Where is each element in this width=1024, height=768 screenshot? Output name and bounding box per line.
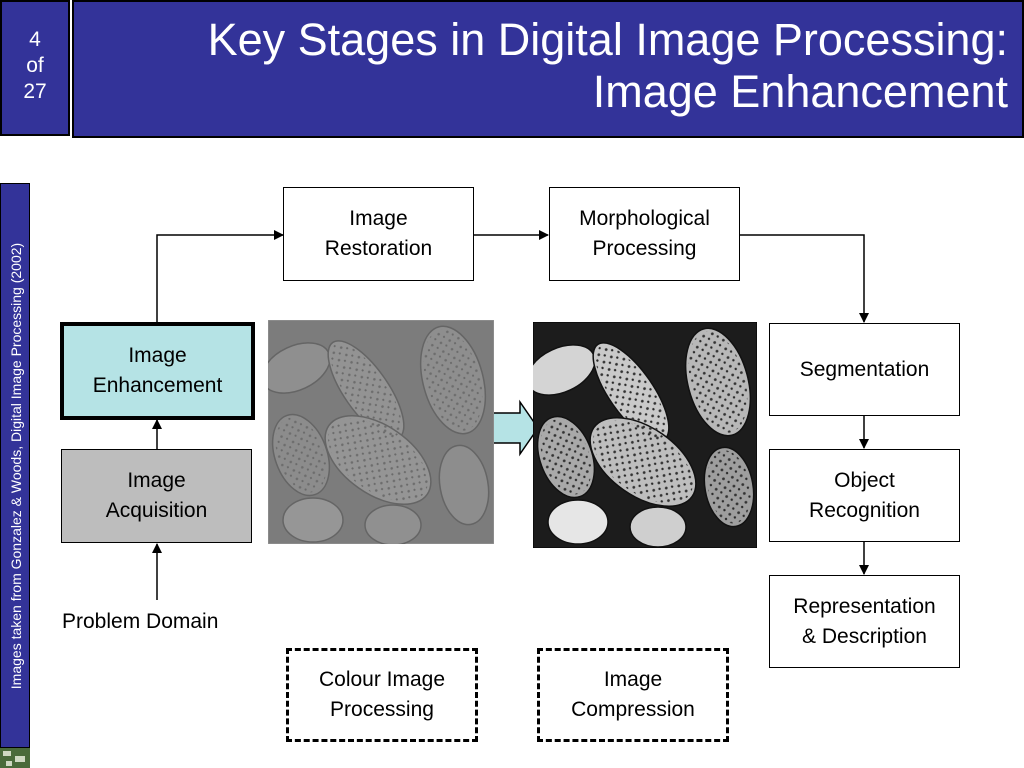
low-contrast-pollen-image [268, 320, 494, 544]
side-credit-bar: Images taken from Gonzalez & Woods, Digi… [0, 183, 30, 748]
image-restoration-line2: Restoration [324, 237, 433, 260]
image-compression-line1: Image [603, 668, 663, 691]
enhancement-block-arrow [492, 399, 539, 457]
morphological-processing-box: Morphological Processing [549, 187, 740, 281]
representation-description-box: Representation & Description [769, 575, 960, 668]
page-counter: 4 of 27 [0, 0, 70, 136]
image-enhancement-line1: Image [128, 344, 187, 367]
arrow-enhancement-to-restoration [156, 230, 284, 322]
title-bar: Key Stages in Digital Image Processing: … [72, 0, 1024, 138]
morphological-processing-line1: Morphological [579, 207, 710, 230]
enhanced-pollen-image [533, 322, 757, 548]
segmentation-box: Segmentation [769, 323, 960, 416]
slide-title-line2: Image Enhancement [592, 66, 1008, 117]
image-acquisition-line1: Image [127, 469, 186, 492]
image-enhancement-box: Image Enhancement [60, 322, 255, 420]
image-acquisition-box: Image Acquisition [61, 449, 252, 543]
colour-image-processing-line1: Colour Image [318, 668, 446, 691]
object-recognition-line1: Object [834, 468, 895, 492]
page-of: of [26, 54, 44, 77]
slide-title-line1: Key Stages in Digital Image Processing: [207, 14, 1008, 65]
problem-domain-label: Problem Domain [62, 610, 219, 633]
arrow-morphological-to-segmentation [740, 234, 869, 323]
page-total: 27 [23, 80, 47, 103]
segmentation-line1: Segmentation [799, 357, 930, 381]
representation-description-line2: & Description [802, 624, 927, 648]
image-restoration-box: Image Restoration [283, 187, 474, 281]
colour-image-processing-line2: Processing [330, 698, 434, 721]
representation-description-line1: Representation [793, 594, 936, 618]
image-compression-box: Image Compression [537, 648, 729, 742]
image-compression-line2: Compression [571, 698, 695, 721]
object-recognition-box: Object Recognition [769, 449, 960, 542]
image-enhancement-line2: Enhancement [92, 374, 223, 397]
image-acquisition-line2: Acquisition [105, 499, 208, 522]
image-restoration-line1: Image [349, 207, 408, 230]
morphological-processing-line2: Processing [592, 237, 697, 260]
page-current: 4 [29, 28, 41, 51]
corner-thumbnail [0, 748, 30, 768]
colour-image-processing-box: Colour Image Processing [286, 648, 478, 742]
object-recognition-line2: Recognition [809, 498, 920, 522]
